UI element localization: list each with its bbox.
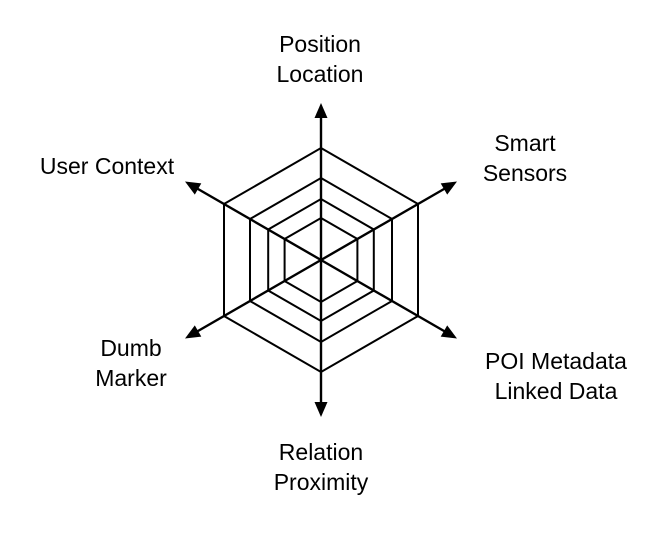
axis-label-line: Sensors: [482, 160, 568, 186]
arrowhead-icon: [440, 181, 457, 195]
axis-label-line: Position: [279, 31, 361, 57]
axis-label-line: Linked Data: [494, 378, 618, 404]
axis-label-poi-metadata: POI Metadata Linked Data: [485, 346, 627, 406]
axis-line-poi-metadata: [320, 258, 448, 334]
axis-label-line: User Context: [39, 153, 175, 179]
axis-line-dumb-marker: [194, 258, 322, 334]
axis-line-smart-sensors: [320, 186, 448, 262]
axis-label-smart-sensors: Smart Sensors: [483, 128, 567, 188]
axis-label-position-location: Position Location: [277, 29, 364, 89]
axis-label-line: Dumb: [100, 335, 162, 361]
arrowhead-icon: [314, 103, 328, 118]
axis-label-relation-proximity: Relation Proximity: [274, 437, 369, 497]
axis-label-line: Location: [276, 61, 364, 87]
arrowhead-icon: [440, 325, 457, 339]
arrowhead-icon: [314, 402, 328, 417]
arrowhead-icon: [185, 325, 202, 339]
axis-label-line: POI Metadata: [485, 348, 627, 374]
axis-label-line: Smart: [494, 130, 556, 156]
arrowhead-icon: [185, 181, 202, 195]
axis-line-user-context: [194, 186, 322, 262]
axis-label-dumb-marker: Dumb Marker: [95, 333, 167, 393]
axis-label-line: Relation: [278, 439, 364, 465]
axis-label-user-context: User Context: [40, 151, 174, 181]
axis-label-line: Proximity: [273, 469, 369, 495]
axis-label-line: Marker: [95, 365, 167, 391]
